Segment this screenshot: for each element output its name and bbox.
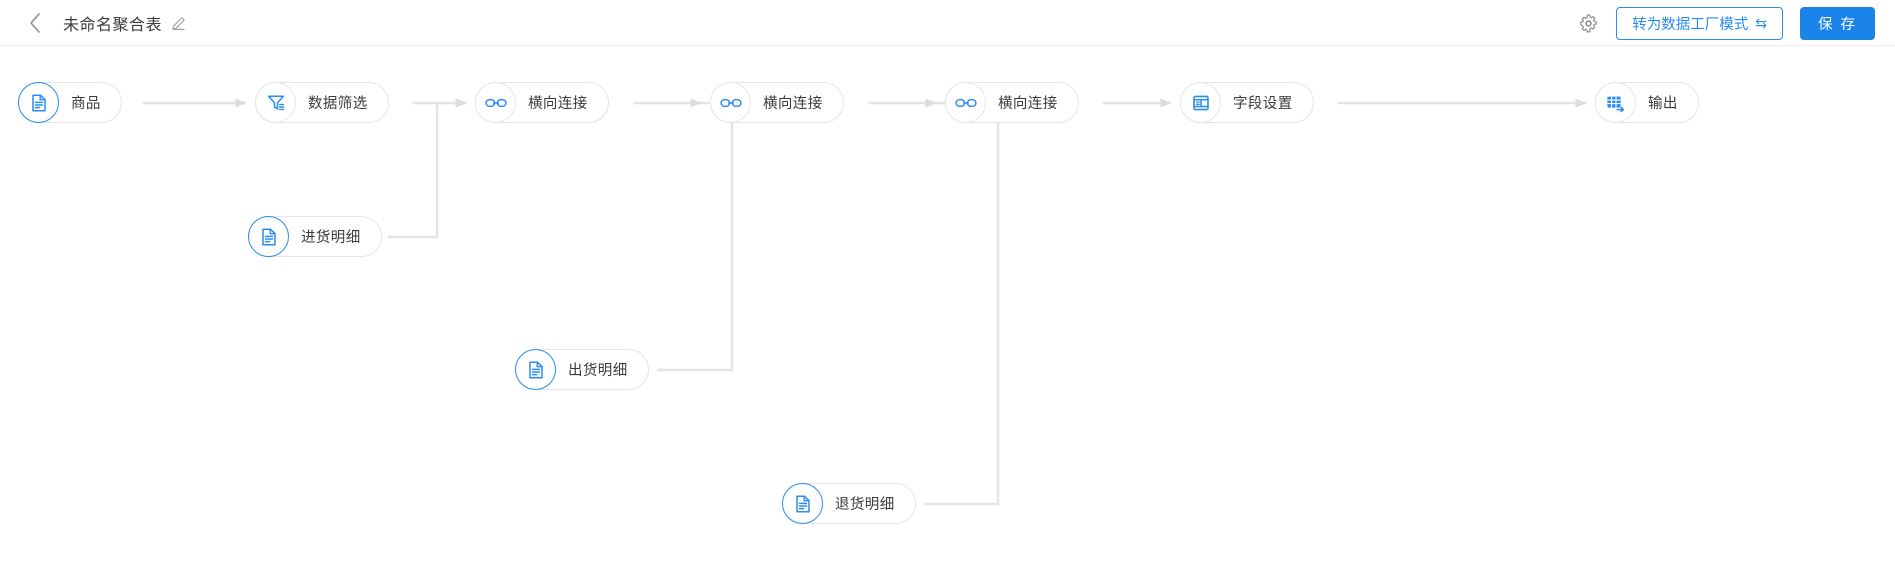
back-button[interactable]	[22, 10, 48, 36]
flow-node-horizontal-join-1[interactable]: 横向连接	[475, 82, 609, 123]
page-title: 未命名聚合表	[63, 17, 163, 34]
app-header: 未命名聚合表 转为数据工厂模式 ⇆ 保 存	[0, 0, 1895, 46]
mode-button-label: 转为数据工厂模式	[1632, 16, 1749, 33]
save-button[interactable]: 保 存	[1799, 6, 1875, 40]
flow-node-source-return-detail[interactable]: 退货明细	[782, 483, 916, 524]
filter-icon	[255, 82, 296, 123]
chevron-left-icon	[30, 13, 40, 33]
edge-n8-n7	[924, 101, 1000, 506]
gear-icon	[1579, 14, 1597, 32]
switch-to-data-factory-mode-button[interactable]: 转为数据工厂模式 ⇆	[1616, 6, 1783, 40]
link-join-icon	[945, 82, 986, 123]
header-actions: 转为数据工厂模式 ⇆ 保 存	[1577, 0, 1875, 46]
flow-node-source-shipment-detail[interactable]: 出货明细	[515, 349, 649, 390]
flow-node-source-purchase-detail[interactable]: 进货明细	[248, 216, 382, 257]
pencil-edit-icon[interactable]	[171, 16, 186, 31]
flow-node-horizontal-join-2[interactable]: 横向连接	[710, 82, 844, 123]
flow-node-label: 横向连接	[763, 96, 823, 112]
flow-node-label: 退货明细	[835, 497, 895, 513]
flow-node-field-settings[interactable]: 字段设置	[1180, 82, 1314, 123]
flow-node-label: 横向连接	[998, 96, 1058, 112]
flow-node-label: 横向连接	[528, 96, 588, 112]
flow-node-label: 进货明细	[301, 230, 361, 246]
flow-node-label: 出货明细	[568, 363, 628, 379]
link-join-icon	[710, 82, 751, 123]
link-join-icon	[475, 82, 516, 123]
document-title-group: 未命名聚合表	[63, 0, 186, 46]
document-table-icon	[18, 82, 59, 123]
flow-node-data-filter[interactable]: 数据筛选	[255, 82, 389, 123]
document-table-icon	[782, 483, 823, 524]
flow-node-source-product[interactable]: 商品	[18, 82, 122, 123]
swap-arrows-icon: ⇆	[1755, 15, 1767, 31]
edge-n4-n3	[388, 98, 467, 239]
flow-edges	[143, 98, 1587, 506]
flow-canvas[interactable]: 商品 数据筛选 横向连接 进	[0, 47, 1895, 564]
flow-node-label: 字段设置	[1233, 96, 1293, 112]
settings-button[interactable]	[1577, 12, 1599, 34]
flow-node-label: 数据筛选	[308, 96, 368, 112]
document-table-icon	[248, 216, 289, 257]
table-export-icon	[1595, 82, 1636, 123]
flow-node-horizontal-join-3[interactable]: 横向连接	[945, 82, 1079, 123]
field-settings-icon	[1180, 82, 1221, 123]
flow-node-label: 商品	[71, 96, 101, 112]
flow-node-output[interactable]: 输出	[1595, 82, 1699, 123]
edge-n6-n5	[657, 101, 734, 372]
flow-node-label: 输出	[1648, 96, 1678, 112]
document-table-icon	[515, 349, 556, 390]
